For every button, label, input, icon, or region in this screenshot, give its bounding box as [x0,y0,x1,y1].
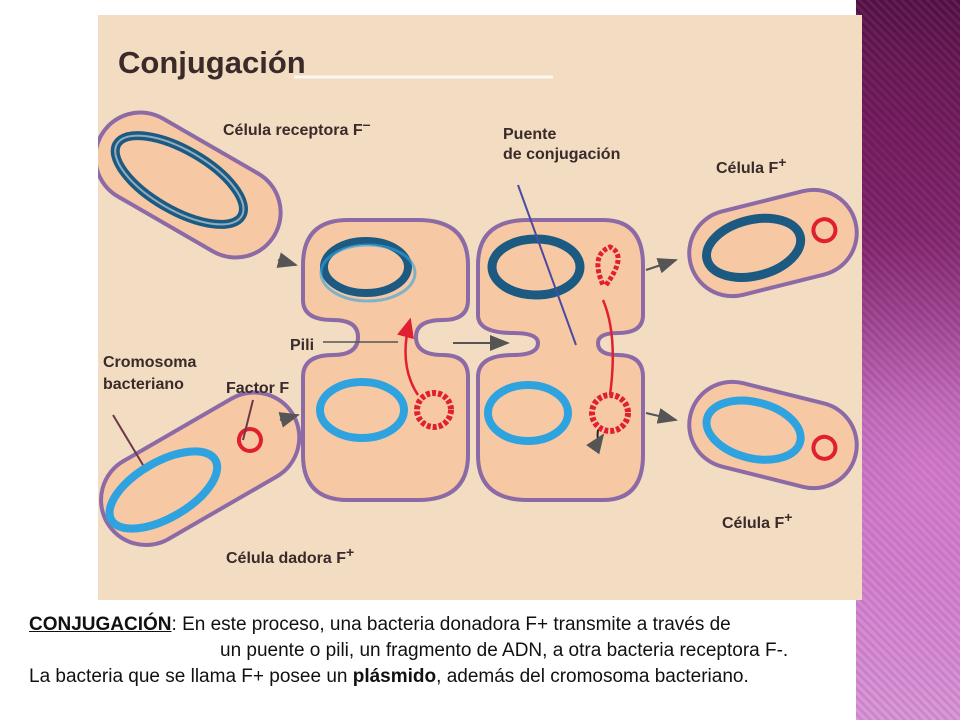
decorative-side-band [856,0,960,720]
label-cell-f-bottom: Célula F+ [722,509,792,532]
arrow-donor-to-mating [278,412,300,428]
mating-pair-2 [476,218,645,502]
caption-line-3-a: La bacteria que se llama F+ posee un [29,666,353,687]
f-plus-cell-bottom [687,379,859,491]
caption-line-2: un puente o pili, un fragmento de ADN, a… [220,640,789,661]
label-donor-cell: Célula dadora F+ [226,544,354,567]
caption: CONJUGACIÓN: En este proceso, una bacter… [29,612,949,690]
caption-line-3-b: , además del cromosoma bacteriano. [436,666,749,687]
factor-pointer [242,399,254,441]
caption-heading: CONJUGACIÓN [29,614,172,635]
label-receptor-cell: Célula receptora F– [223,116,371,139]
caption-line-1-text: : En este proceso, una bacteria donadora… [171,614,731,635]
label-factor-f: Factor F [226,380,289,397]
label-pili: Pili [290,337,314,354]
label-chromosome: Cromosoma bacteriano [103,354,201,393]
caption-keyword-plasmid: plásmido [352,666,437,687]
bridge-pointer [517,184,577,346]
chromosome-pointer [112,414,144,466]
f-plus-cell-top [687,187,859,299]
arrow-to-f-bottom [645,408,678,424]
label-bridge: Puente de conjugación [503,126,620,163]
caption-line-1: CONJUGACIÓN: En este proceso, una bacter… [29,612,949,638]
caption-line-3: La bacteria que se llama F+ posee un plá… [29,664,949,690]
diagram-title: Conjugación [118,45,306,80]
label-cell-f-top: Célula F+ [716,154,786,177]
receptor-cell [98,110,283,260]
arrow-receptor-to-mating [276,252,298,268]
mating-pair-1 [301,218,470,502]
donor-cell [99,390,302,547]
arrow-to-f-top [645,258,678,274]
conjugation-diagram: Conjugación [98,15,862,600]
